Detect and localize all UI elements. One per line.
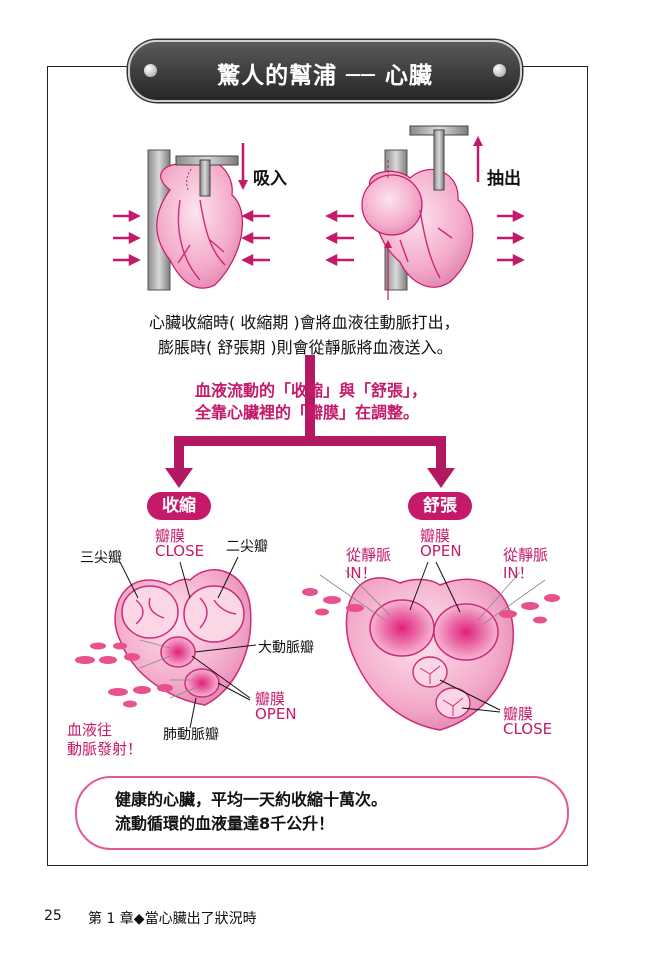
aortic-valve-label: 大動脈瓣 [258, 637, 314, 657]
heart-contraction-diagram [75, 557, 256, 728]
fact-line-1: 健康的心臟，平均一天約收縮十萬次。 [115, 788, 387, 812]
pulmonary-valve-label: 肺動脈瓣 [163, 724, 219, 744]
valve-close-label-en: CLOSE [155, 542, 204, 560]
fact-bubble: 健康的心臟，平均一天約收縮十萬次。 流動循環的血液量達8千公升！ [75, 776, 569, 850]
page-number: 25 [44, 908, 62, 924]
fact-line-2: 流動循環的血液量達8千公升！ [115, 812, 387, 836]
eject-label-1: 血液往 [67, 719, 112, 740]
intake-label: 吸入 [253, 164, 287, 189]
vein-in-right-label-2: IN！ [503, 562, 534, 583]
eject-label: 抽出 [487, 164, 521, 189]
eject-label-2: 動脈發射！ [67, 738, 142, 759]
caption-line-1: 心臟收縮時( 收縮期 )會將血液往動脈打出， [149, 310, 460, 335]
contraction-tag: 收縮 [147, 492, 211, 520]
valve-caption-line-2: 全靠心臟裡的「瓣膜」在調整。 [195, 400, 419, 425]
heart-eject-illustration [328, 126, 522, 300]
tricuspid-label: 三尖瓣 [80, 547, 122, 567]
mitral-label: 二尖瓣 [226, 536, 268, 556]
vein-in-left-label-2: IN！ [346, 562, 377, 583]
valve-close-label-en: CLOSE [503, 720, 552, 738]
heart-intake-illustration [113, 143, 270, 290]
caption-line-2: 膨脹時( 舒張期 )則會從靜脈將血液送入。 [158, 335, 453, 360]
relaxation-tag: 舒張 [408, 492, 472, 520]
chapter-title: 第 1 章◆當心臟出了狀況時 [88, 908, 257, 928]
valve-open-label-en: OPEN [420, 542, 462, 560]
valve-open-label-en: OPEN [255, 705, 297, 723]
